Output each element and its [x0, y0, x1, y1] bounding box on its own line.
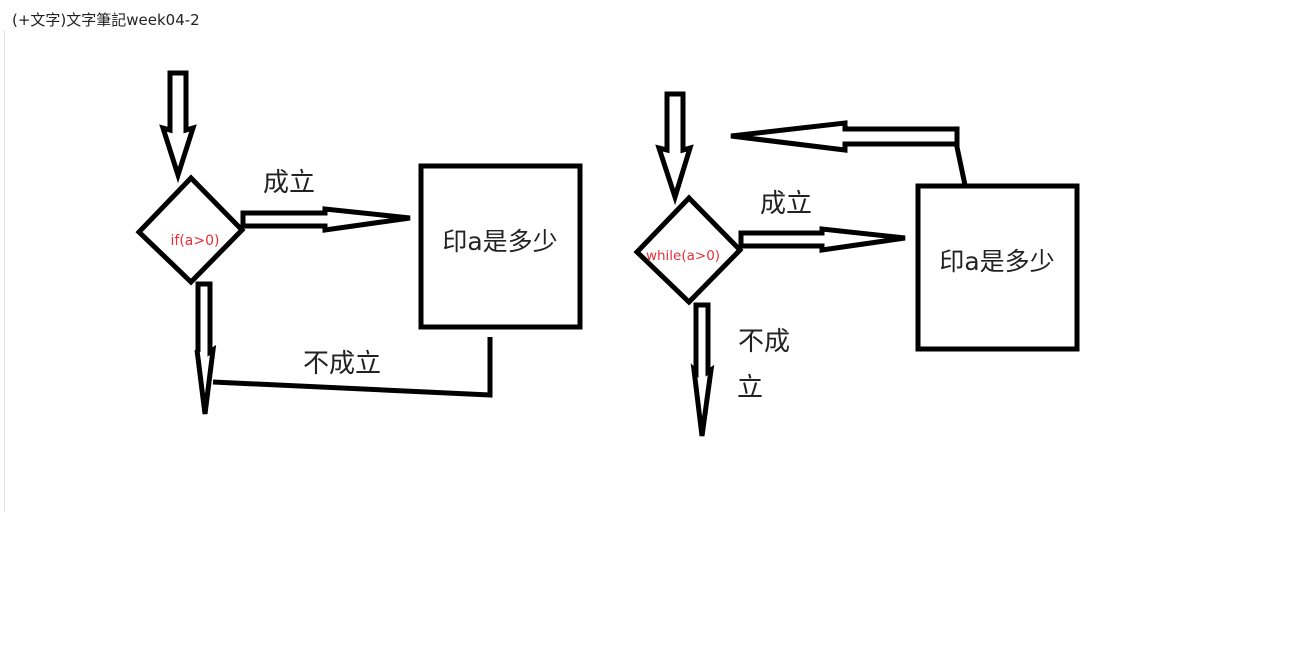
- if-false-label: 不成立: [303, 349, 381, 379]
- while-loop-arrow: [730, 120, 960, 153]
- if-flowchart: if(a>0) 成立 印a是多少 不成立: [135, 70, 583, 415]
- if-action-text: 印a是多少: [442, 227, 557, 256]
- if-action-box: [418, 163, 583, 330]
- while-true-arrow: [738, 226, 906, 253]
- while-entry-arrow: [655, 91, 694, 206]
- if-false-arrow: [194, 281, 217, 415]
- if-return-line: [212, 337, 493, 398]
- if-true-arrow: [240, 206, 411, 233]
- while-condition-text: while(a>0): [646, 248, 720, 264]
- while-action-text: 印a是多少: [939, 247, 1054, 276]
- post-title: (+文字)文字筆記week04-2: [12, 11, 200, 29]
- while-false-label-line1: 不成: [738, 327, 790, 357]
- while-false-arrow: [690, 302, 715, 437]
- while-decision-diamond: [633, 194, 744, 306]
- content-left-border: [4, 30, 5, 512]
- while-true-label: 成立: [760, 189, 812, 219]
- while-flowchart: while(a>0) 成立 印a是多少 不成 立: [633, 91, 1080, 437]
- while-false-label-line2: 立: [737, 373, 763, 403]
- while-action-box: [915, 183, 1080, 352]
- if-entry-arrow: [159, 70, 197, 184]
- if-true-label: 成立: [263, 168, 315, 198]
- if-decision-diamond: [135, 174, 246, 286]
- if-condition-text: if(a>0): [171, 233, 220, 249]
